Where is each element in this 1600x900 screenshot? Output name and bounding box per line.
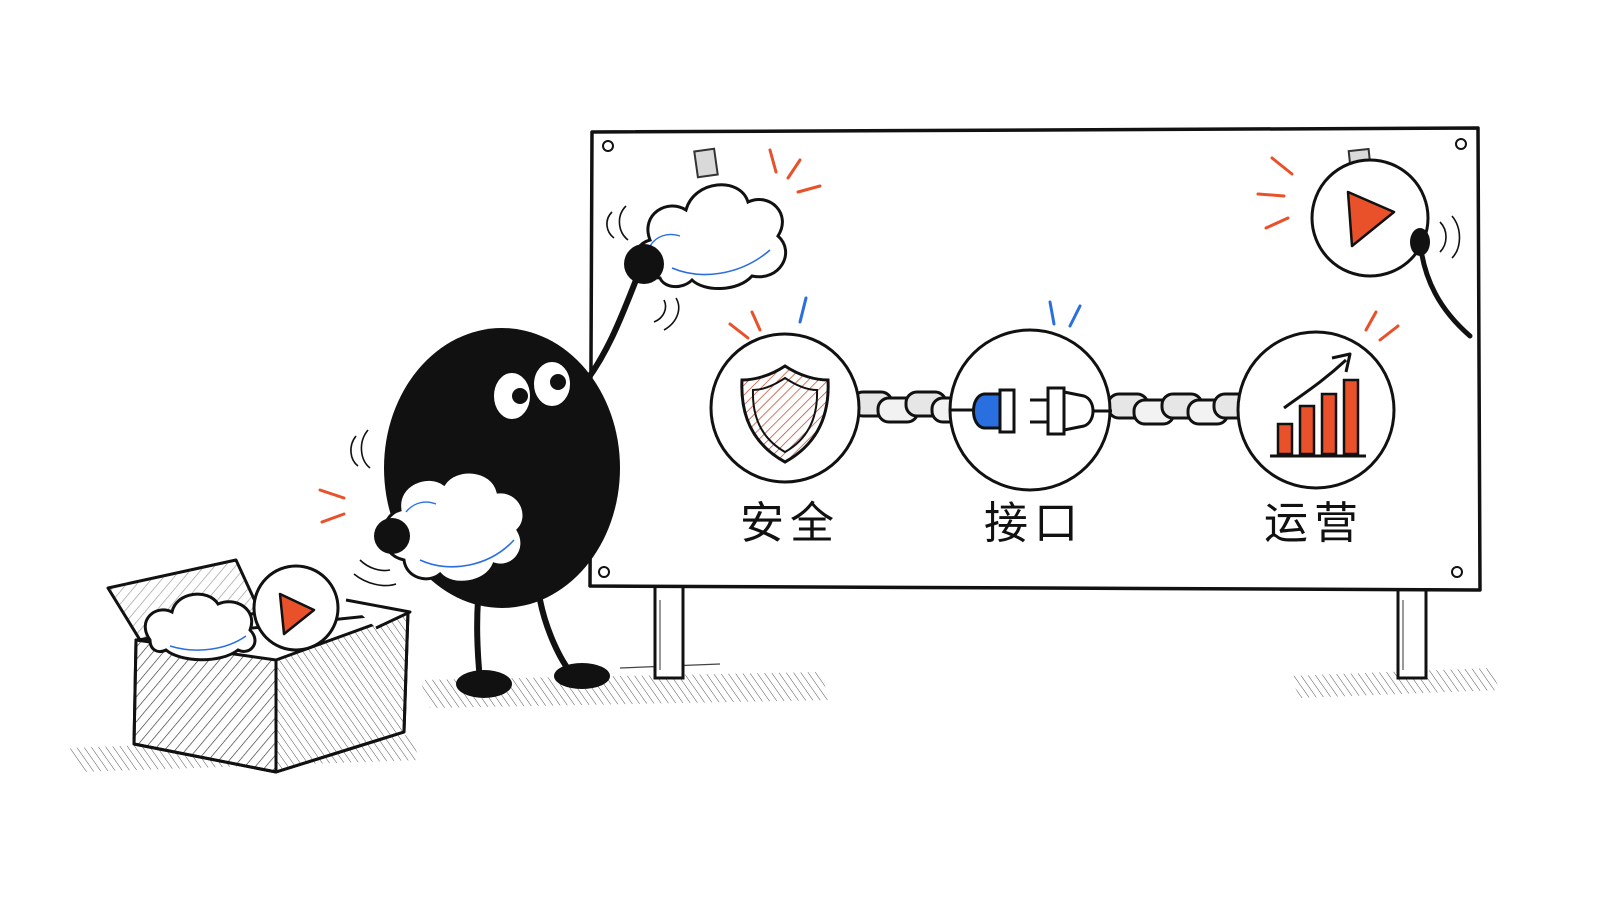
node-interface: 接口 [948,300,1112,549]
plug-icon [950,386,1112,436]
node-operations: 运营 [1236,310,1400,549]
node-security: 安全 [709,296,861,549]
box-cloud-icon [143,592,257,662]
held-cloud-icon [381,470,526,584]
arm-right-edge [1410,228,1473,339]
board-legs [653,584,1428,680]
shield-icon [740,364,830,464]
box-play-icon [252,564,340,652]
node-label-interface: 接口 [984,498,1084,549]
cloud-icon [606,147,822,331]
chain-icon [850,390,1252,426]
node-label-operations: 运营 [1264,498,1364,549]
character [318,244,664,698]
play-icon [1256,147,1461,278]
node-label-security: 安全 [740,498,840,549]
bar-chart-icon [1270,352,1366,458]
